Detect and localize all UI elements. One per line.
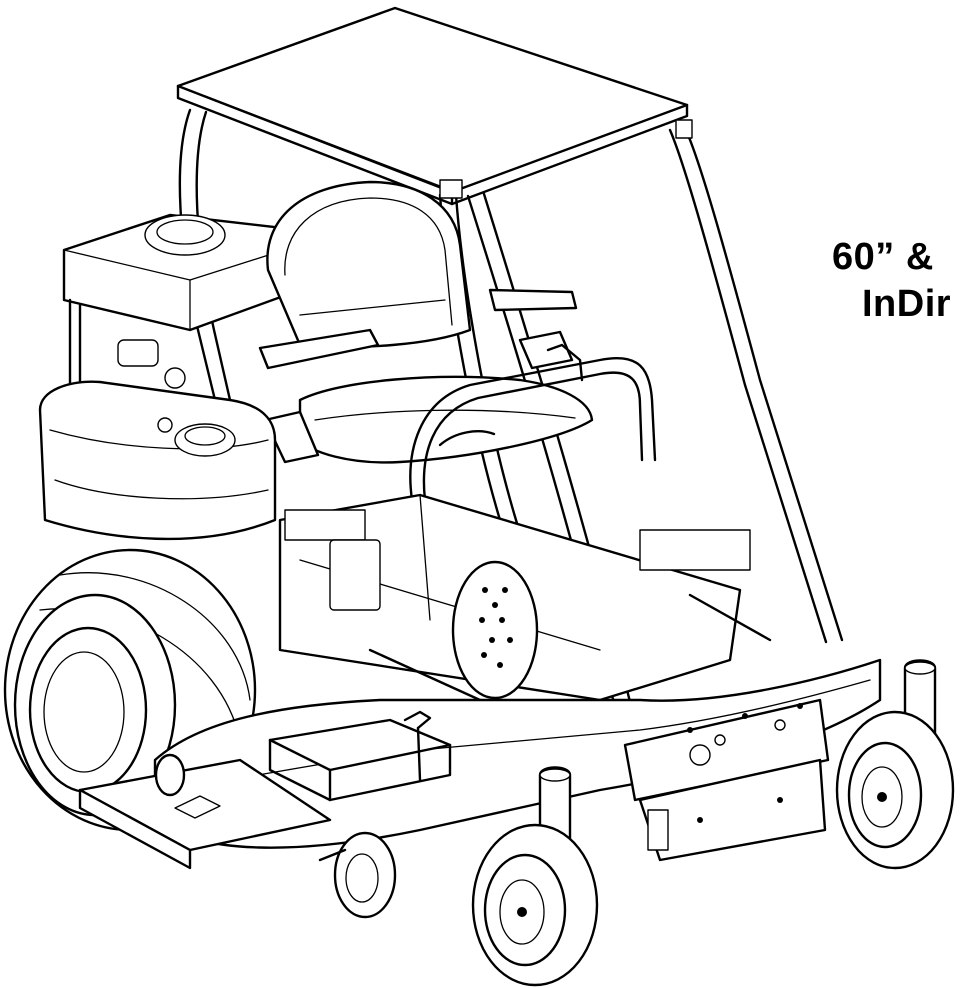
engine <box>62 213 302 432</box>
seat <box>258 180 594 464</box>
model-caption-line-1: 60” & <box>832 236 934 278</box>
caster-right <box>835 659 955 870</box>
fuel-tank <box>38 380 277 541</box>
chassis <box>278 493 772 702</box>
caster-left <box>471 766 599 987</box>
mower-deck <box>78 658 882 870</box>
model-caption-line-2: InDir <box>862 283 952 325</box>
canopy <box>176 6 689 206</box>
gauge-wheel <box>154 753 397 919</box>
